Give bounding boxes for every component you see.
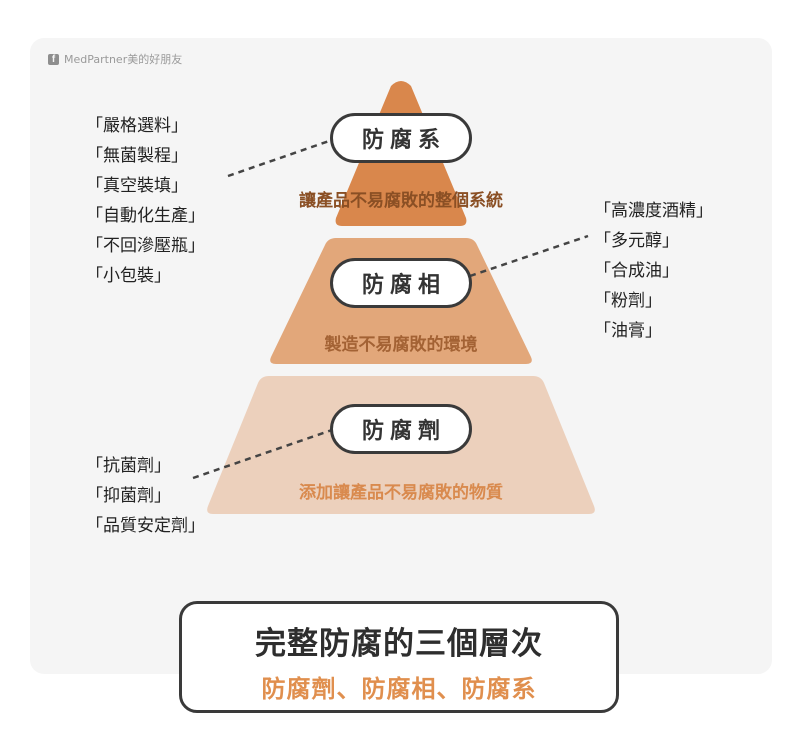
tier-label-phase: 防腐相: [330, 258, 472, 308]
list-item: 「合成油」: [594, 261, 679, 281]
connector-line-system: [227, 138, 333, 178]
list-item: 「小包裝」: [86, 266, 171, 286]
list-item: 「真空裝填」: [86, 176, 188, 196]
facebook-icon: f: [48, 53, 59, 65]
list-item: 「品質安定劑」: [86, 516, 205, 536]
credit-text: MedPartner美的好朋友: [64, 53, 183, 66]
list-item: 「自動化生產」: [86, 206, 205, 226]
phase-examples-list: 「高濃度酒精」 「多元醇」 「合成油」 「粉劑」 「油膏」: [594, 196, 713, 346]
connector-line-phase: [469, 234, 589, 278]
connector-line-agent: [192, 428, 333, 480]
list-item: 「粉劑」: [594, 291, 662, 311]
summary-subtitle: 防腐劑、防腐相、防腐系: [261, 675, 537, 703]
list-item: 「不回滲壓瓶」: [86, 236, 205, 256]
agent-examples-list: 「抗菌劑」 「抑菌劑」 「品質安定劑」: [86, 451, 205, 541]
system-examples-list: 「嚴格選料」 「無菌製程」 「真空裝填」 「自動化生產」 「不回滲壓瓶」 「小包…: [86, 111, 205, 291]
tier-description-system: 讓產品不易腐敗的整個系統: [299, 191, 503, 211]
credit: f MedPartner美的好朋友: [48, 51, 182, 67]
tier-description-agent: 添加讓產品不易腐敗的物質: [299, 483, 503, 503]
list-item: 「油膏」: [594, 321, 662, 341]
list-item: 「高濃度酒精」: [594, 201, 713, 221]
list-item: 「抑菌劑」: [86, 486, 171, 506]
summary-box: 完整防腐的三個層次 防腐劑、防腐相、防腐系: [179, 601, 619, 713]
tier-description-phase: 製造不易腐敗的環境: [324, 335, 478, 355]
list-item: 「無菌製程」: [86, 146, 188, 166]
list-item: 「嚴格選料」: [86, 116, 188, 136]
list-item: 「多元醇」: [594, 231, 679, 251]
list-item: 「抗菌劑」: [86, 456, 171, 476]
summary-title: 完整防腐的三個層次: [255, 626, 543, 662]
tier-label-system: 防腐系: [330, 113, 472, 163]
tier-label-agent: 防腐劑: [330, 404, 472, 454]
